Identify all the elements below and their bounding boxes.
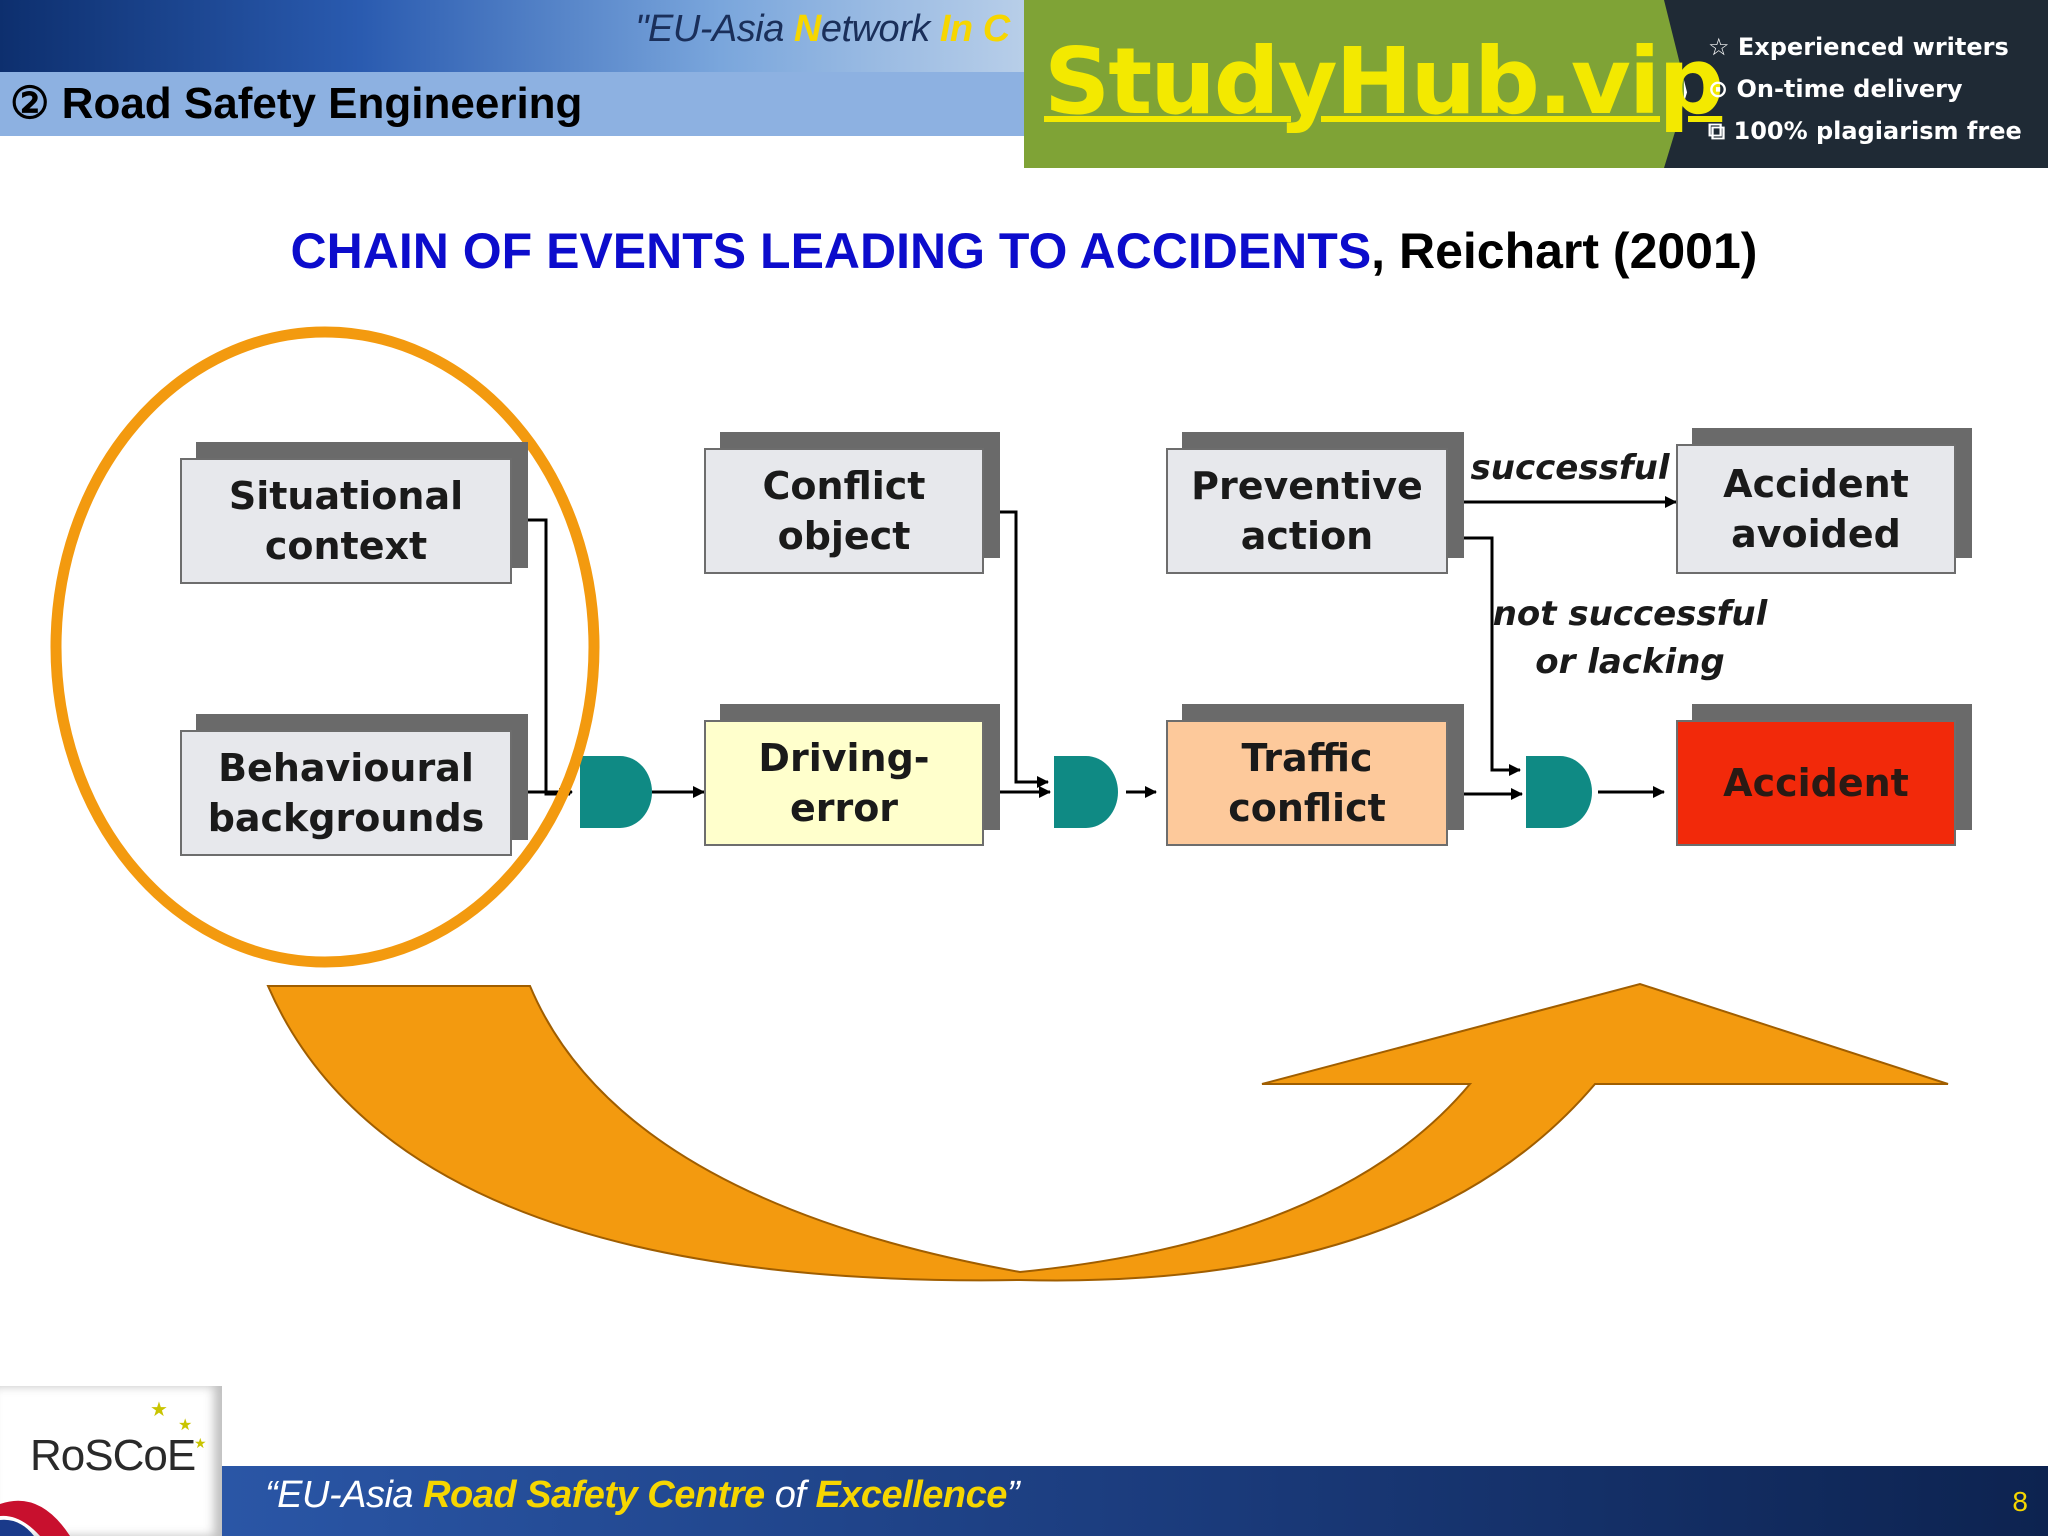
ad-brand-panel xyxy=(1024,0,1684,168)
ad-banner[interactable]: StudyHub.vip ☆ Experienced writers ⊙ On-… xyxy=(1024,0,2048,168)
title-highlight: CHAIN OF EVENTS LEADING TO ACCIDENTS xyxy=(290,223,1372,279)
section-title: ② Road Safety Engineering xyxy=(10,79,583,128)
ad-feature-list: ☆ Experienced writers ⊙ On-time delivery… xyxy=(1708,26,2022,152)
behavioural-backgrounds-box: Behavioural backgrounds xyxy=(180,730,512,856)
preventive-action-box: Preventive action xyxy=(1166,448,1448,574)
title-citation: , Reichart (2001) xyxy=(1371,223,1758,279)
logo-panel: ★ ★ ★ RoSCoE xyxy=(0,1386,222,1536)
connectors xyxy=(512,496,1677,800)
diagram-graphics xyxy=(50,326,1949,1282)
slide-title: CHAIN OF EVENTS LEADING TO ACCIDENTS, Re… xyxy=(0,222,2048,280)
ad-brand-link[interactable]: StudyHub.vip xyxy=(1044,28,1724,135)
big-curved-arrow xyxy=(266,982,1949,1282)
roscoe-logo-icon: ★ ★ ★ xyxy=(0,1399,207,1536)
chain-diagram: Situational context Behavioural backgrou… xyxy=(0,300,2048,1320)
conflict-object-box: Conflict object xyxy=(704,448,984,574)
successful-label: successful xyxy=(1470,448,1670,488)
ad-feature-item: ⊙ On-time delivery xyxy=(1708,68,2022,110)
footer: ★ ★ ★ RoSCoE “EU-Asia Road Safety Centre… xyxy=(0,1386,2048,1536)
ad-feature-label: 100% plagiarism free xyxy=(1733,117,2022,145)
and-gate-icon xyxy=(1054,756,1118,828)
ad-feature-label: On-time delivery xyxy=(1736,75,1963,103)
copy-icon: ⧉ xyxy=(1708,117,1726,145)
traffic-conflict-box: Traffic conflict xyxy=(1166,720,1448,846)
and-gate-icon xyxy=(580,756,652,828)
roscoe-logo: RoSCoE xyxy=(30,1431,196,1480)
ad-feature-label: Experienced writers xyxy=(1737,33,2009,61)
page-number: 8 xyxy=(2012,1486,2028,1517)
clock-icon: ⊙ xyxy=(1708,75,1729,103)
svg-text:★: ★ xyxy=(194,1435,207,1451)
situational-context-box: Situational context xyxy=(180,458,512,584)
header-band xyxy=(0,0,1030,72)
svg-text:★: ★ xyxy=(178,1417,192,1434)
banner-title: "EU-Asia Network In C xyxy=(635,8,1010,50)
highlight-ellipse xyxy=(50,326,600,968)
accident-avoided-box: Accident avoided xyxy=(1676,444,1956,574)
not-successful-label: not successful or lacking xyxy=(1492,594,1768,682)
accident-box: Accident xyxy=(1676,720,1956,846)
footer-tagline: “EU-Asia Road Safety Centre of Excellenc… xyxy=(265,1474,1020,1516)
ad-feature-item: ⧉ 100% plagiarism free xyxy=(1708,110,2022,152)
footer-band xyxy=(220,1466,2048,1536)
ad-feature-panel xyxy=(1664,0,2048,168)
driving-error-box: Driving-error xyxy=(704,720,984,846)
section-bar xyxy=(0,72,1030,136)
svg-text:★: ★ xyxy=(150,1399,168,1421)
star-icon: ☆ xyxy=(1708,33,1730,61)
ad-feature-item: ☆ Experienced writers xyxy=(1708,26,2022,68)
and-gate-icon xyxy=(1526,756,1592,828)
